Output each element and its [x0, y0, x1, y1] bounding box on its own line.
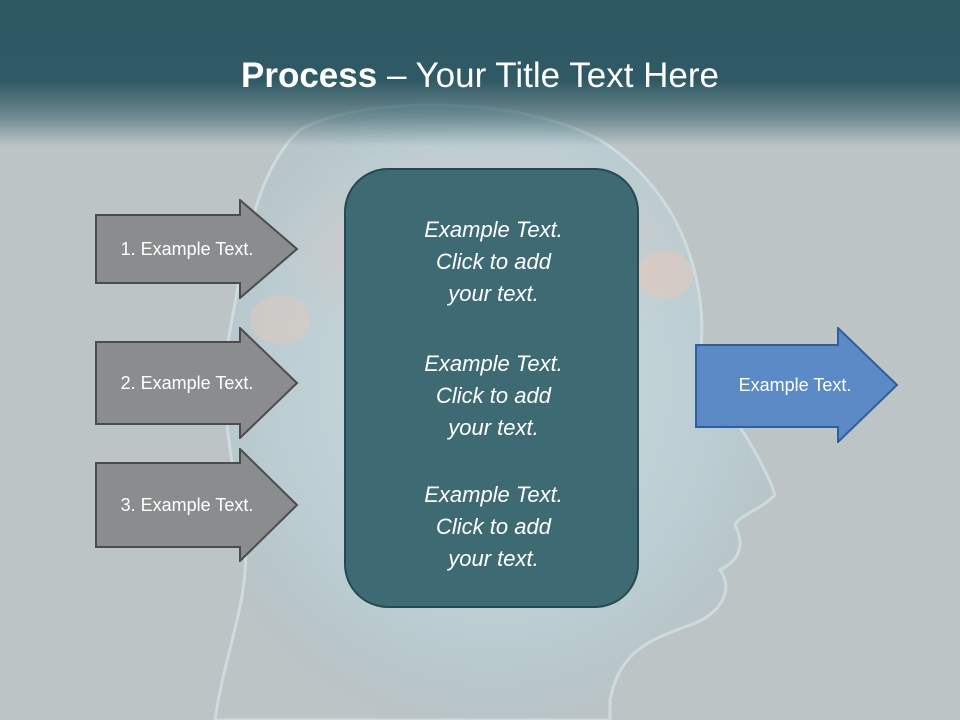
center-block-3-line2: Click to add: [436, 514, 551, 539]
right-arrow[interactable]: Example Text.: [695, 327, 899, 443]
center-text-block-2: Example Text. Click to add your text.: [346, 348, 641, 444]
center-text-block-1: Example Text. Click to add your text.: [346, 214, 641, 310]
center-block-1-line1: Example Text.: [424, 217, 563, 242]
center-block-2-line1: Example Text.: [424, 351, 563, 376]
left-arrow-2[interactable]: 2. Example Text.: [95, 327, 299, 439]
arrow-shape: [95, 448, 299, 562]
center-block-3-line1: Example Text.: [424, 482, 563, 507]
center-text-block-3: Example Text. Click to add your text.: [346, 479, 641, 575]
arrow-shape: [695, 327, 899, 443]
arrow-shape: [95, 199, 299, 299]
title-rest: – Your Title Text Here: [377, 56, 719, 95]
left-arrow-2-label: 2. Example Text.: [120, 372, 254, 393]
title-strong: Process: [241, 56, 378, 95]
title-band: [0, 0, 960, 146]
arrow-shape: [95, 327, 299, 439]
center-block-1-line2: Click to add: [436, 249, 551, 274]
left-arrow-3[interactable]: 3. Example Text.: [95, 448, 299, 562]
left-arrow-1-label: 1. Example Text.: [120, 238, 254, 259]
right-arrow-label: Example Text.: [738, 374, 852, 395]
center-block-2-line3: your text.: [448, 415, 539, 440]
left-arrow-3-label: 3. Example Text.: [120, 494, 254, 515]
center-block-1-line3: your text.: [448, 281, 539, 306]
left-arrow-1[interactable]: 1. Example Text.: [95, 199, 299, 299]
center-text-box[interactable]: Example Text. Click to add your text. Ex…: [344, 168, 639, 608]
slide-title[interactable]: Process – Your Title Text Here: [0, 54, 960, 98]
center-block-2-line2: Click to add: [436, 383, 551, 408]
center-block-3-line3: your text.: [448, 546, 539, 571]
